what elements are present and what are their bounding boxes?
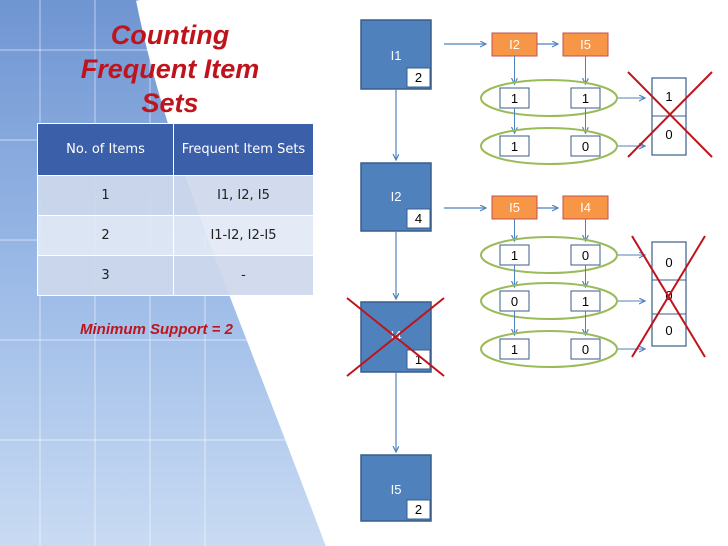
table-cell: I1-I2, I2-I5 — [173, 215, 314, 256]
title-line-2: Frequent Item — [80, 54, 260, 84]
table-header-cell: No. of Items — [37, 123, 174, 176]
prune-cross-mark — [631, 235, 706, 358]
table-header-cell: Frequent Item Sets — [173, 123, 314, 176]
bit-cell: 1 — [511, 248, 518, 263]
result-cell: 0 — [665, 127, 672, 142]
item-header: I5 — [509, 200, 520, 215]
bit-cell: 1 — [582, 91, 589, 106]
title-line-1: Counting — [110, 20, 230, 50]
item-header: I5 — [580, 37, 591, 52]
tree-node-i2: I2 4 — [360, 162, 432, 232]
result-cell: 0 — [665, 255, 672, 270]
tree-node-label: I2 — [391, 189, 402, 204]
transaction-ellipse — [480, 236, 618, 274]
table-header-row: No. of Items Frequent Item Sets — [37, 123, 314, 176]
table-cell: I1, I2, I5 — [173, 175, 314, 216]
bit-cell: 1 — [511, 91, 518, 106]
tree-node-label: I1 — [391, 48, 402, 63]
prune-cross-mark — [627, 71, 713, 158]
bit-cell: 1 — [582, 294, 589, 309]
title-line-3: Sets — [141, 88, 199, 118]
tree-node-i5: I5 2 — [360, 454, 432, 522]
bit-cell: 1 — [511, 342, 518, 357]
prune-cross-mark — [346, 297, 445, 377]
table-row: 1 I1, I2, I5 — [37, 175, 314, 216]
table-cell: 2 — [37, 215, 174, 256]
tree-node-i1: I1 2 — [360, 19, 432, 90]
result-cell: 1 — [665, 89, 672, 104]
transaction-ellipse — [480, 282, 618, 320]
transaction-ellipse — [480, 127, 618, 165]
itemset-group-1: I2 I5 1 1 1 0 1 0 — [444, 32, 713, 165]
tree-node-count: 4 — [415, 211, 422, 226]
table-cell: 3 — [37, 255, 174, 296]
support-result-column — [651, 241, 687, 347]
bit-cell: 0 — [582, 248, 589, 263]
minimum-support-label: Minimum Support = 2 — [80, 321, 233, 338]
frequent-itemsets-table: No. of Items Frequent Item Sets 1 I1, I2… — [37, 123, 314, 296]
bit-cell: 0 — [511, 294, 518, 309]
bit-cell: 1 — [511, 139, 518, 154]
table-row: 3 - — [37, 255, 314, 296]
transaction-ellipse — [480, 79, 618, 117]
tree-node-count: 2 — [415, 70, 422, 85]
tree-node-i4: I4 1 — [346, 297, 445, 377]
table-cell: - — [173, 255, 314, 296]
slide-title: Counting Frequent Item Sets — [45, 18, 295, 120]
table-cell: 1 — [37, 175, 174, 216]
item-header: I2 — [509, 37, 520, 52]
bit-cell: 0 — [582, 342, 589, 357]
table-row: 2 I1-I2, I2-I5 — [37, 215, 314, 256]
transaction-ellipse — [480, 330, 618, 368]
tree-node-label: I5 — [391, 482, 402, 497]
tree-node-count: 2 — [415, 502, 422, 517]
tree-node-count: 1 — [415, 352, 422, 367]
result-cell: 0 — [665, 323, 672, 338]
itemset-group-2: I5 I4 1 0 0 1 1 0 — [444, 195, 706, 368]
item-header: I4 — [580, 200, 591, 215]
bit-cell: 0 — [582, 139, 589, 154]
